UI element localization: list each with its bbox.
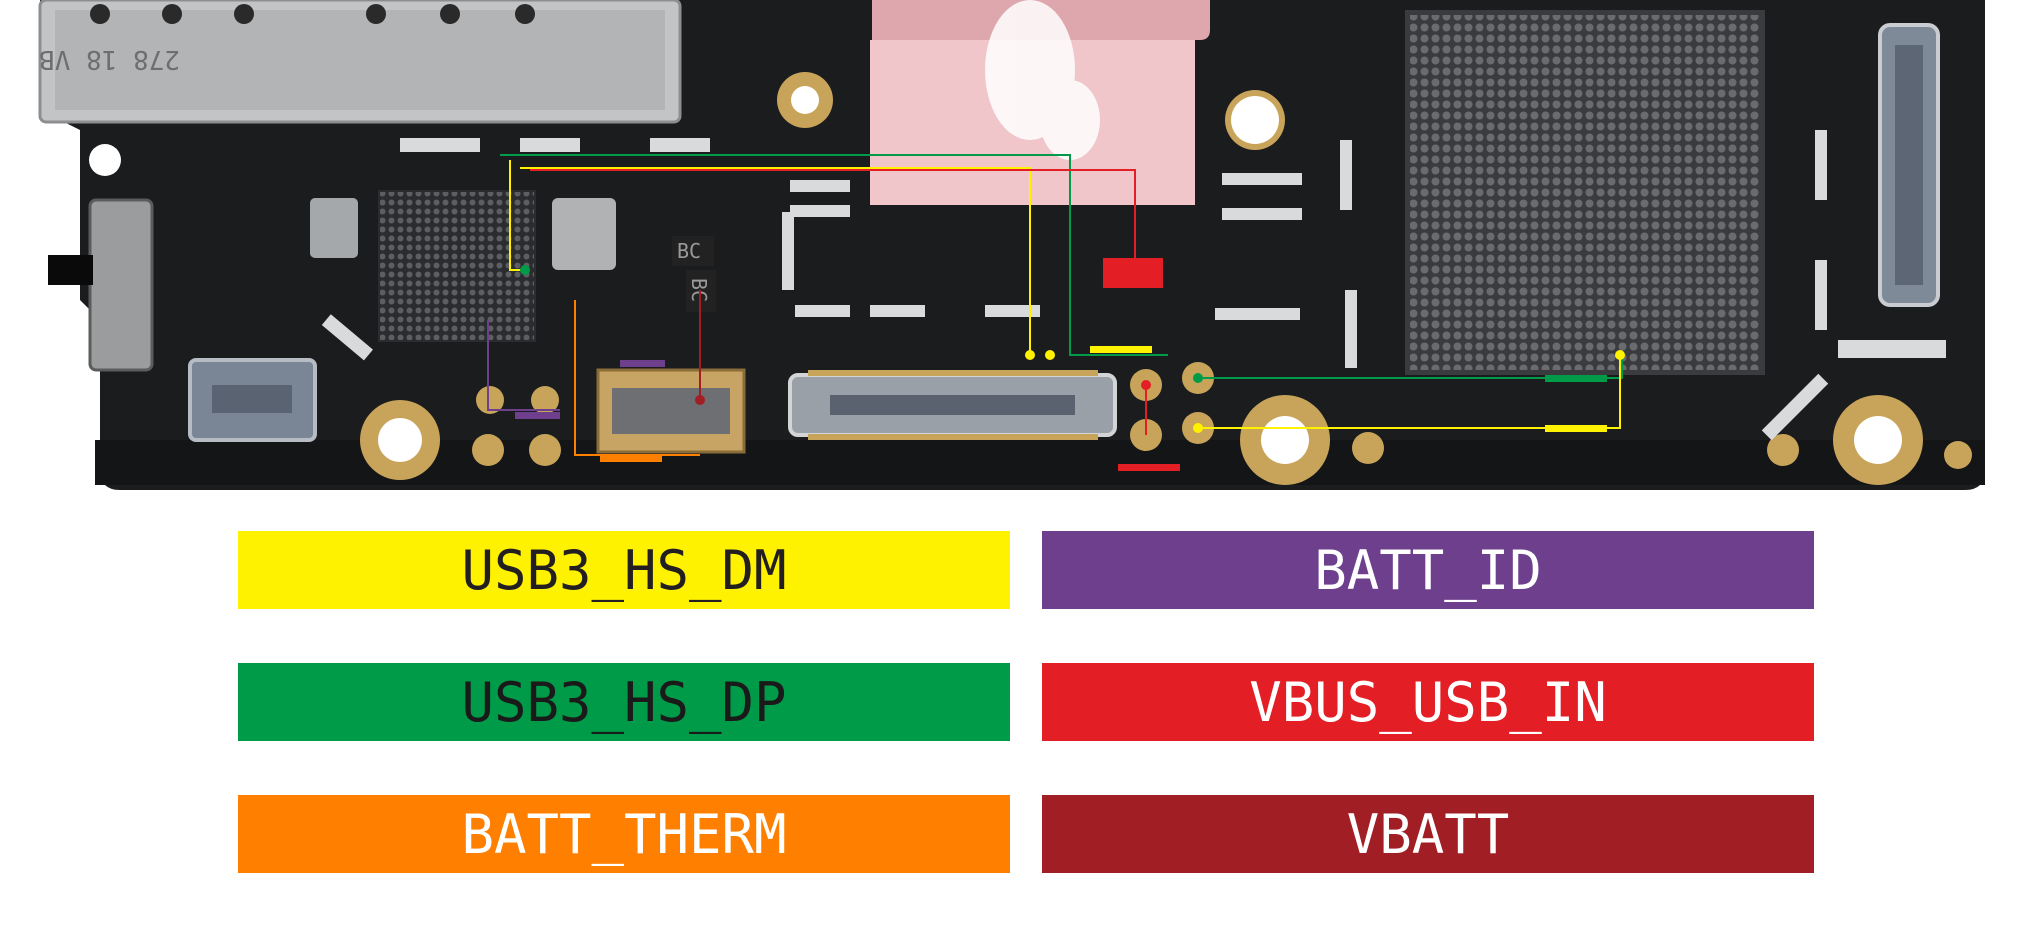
legend-vbatt: VBATT xyxy=(1042,795,1814,873)
legend-usb3-hs-dm: USB3_HS_DM xyxy=(238,531,1010,609)
trace-dots xyxy=(520,265,1625,433)
legend-batt-therm: BATT_THERM xyxy=(238,795,1010,873)
small-pads xyxy=(472,362,1972,469)
btb-pins xyxy=(808,370,1098,440)
shield-holes xyxy=(90,4,535,24)
side-button xyxy=(88,198,154,372)
chip-bc-1 xyxy=(672,236,714,266)
shield-marking: 278 18 VB xyxy=(39,44,180,74)
pcb-board-photo: 278 18 VB BC BC xyxy=(38,0,1985,490)
silver-components xyxy=(321,130,1946,441)
legend-batt-id: BATT_ID xyxy=(1042,531,1814,609)
vbus-component xyxy=(1103,258,1163,288)
chip-pmic xyxy=(552,198,616,270)
legend-usb3-hs-dp: USB3_HS_DP xyxy=(238,663,1010,741)
trace-tags xyxy=(515,346,1607,471)
chip-sensor xyxy=(310,198,358,258)
legend-vbus-usb-in: VBUS_USB_IN xyxy=(1042,663,1814,741)
svg-text:BC: BC xyxy=(677,239,701,263)
